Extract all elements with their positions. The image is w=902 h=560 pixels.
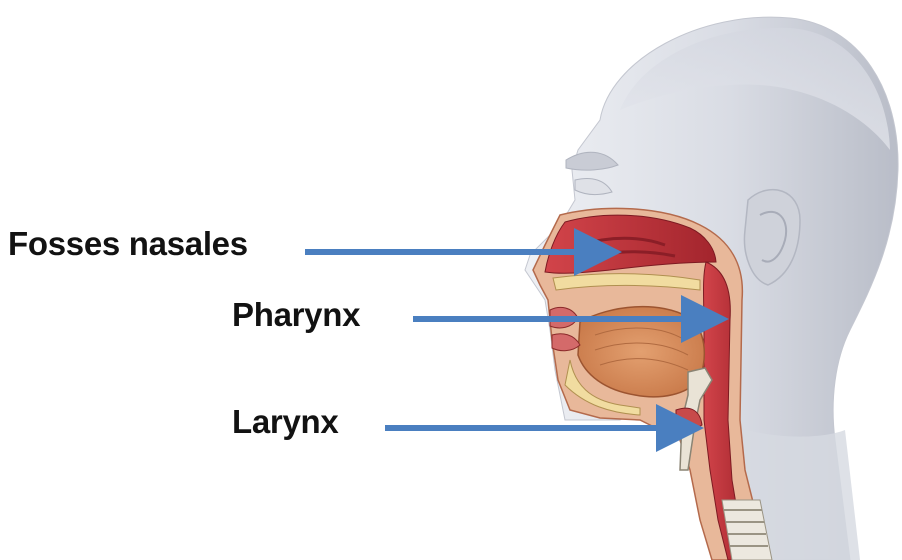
label-larynx: Larynx	[232, 403, 338, 441]
sagittal-section	[533, 208, 772, 560]
label-pharynx: Pharynx	[232, 296, 360, 334]
label-fosses-nasales: Fosses nasales	[8, 225, 248, 263]
